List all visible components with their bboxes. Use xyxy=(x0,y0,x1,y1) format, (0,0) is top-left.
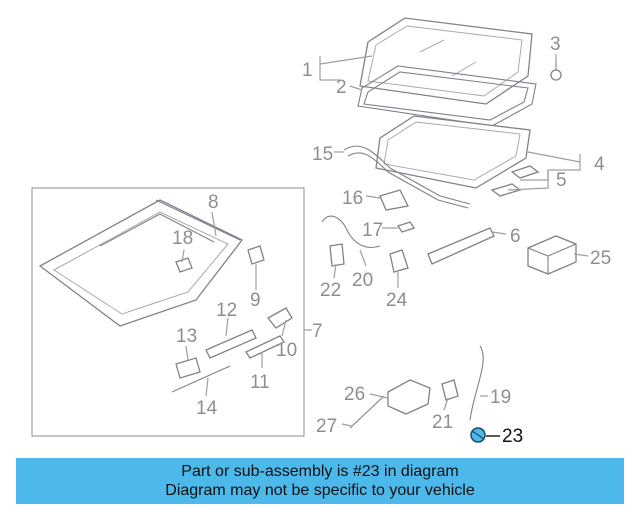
part-12-guide xyxy=(205,329,257,359)
part-8-rail xyxy=(155,199,241,241)
callout-18: 18 xyxy=(172,228,193,249)
callout-25: 25 xyxy=(590,248,611,269)
part-10-bracket xyxy=(267,307,293,329)
callout-3: 3 xyxy=(550,34,561,55)
part-21-bracket xyxy=(441,379,459,401)
callout-1: 1 xyxy=(302,60,313,81)
inset-frame xyxy=(38,199,243,327)
callout-9: 9 xyxy=(250,290,261,311)
part-11-guide xyxy=(245,335,285,359)
part-27-rod xyxy=(349,395,385,429)
part-23-drain-valve[interactable] xyxy=(470,427,486,443)
callout-12: 12 xyxy=(216,300,237,321)
leader-lines xyxy=(181,54,589,437)
info-banner: Part or sub-assembly is #23 in diagram D… xyxy=(16,458,624,504)
part-3-bolt xyxy=(550,62,562,81)
banner-line-2: Diagram may not be specific to your vehi… xyxy=(165,482,475,499)
part-2-seal xyxy=(357,65,537,127)
callout-10: 10 xyxy=(276,340,297,361)
callout-21: 21 xyxy=(432,412,453,433)
callout-22: 22 xyxy=(320,280,341,301)
part-13-motor xyxy=(175,357,201,379)
part-24-bracket xyxy=(389,249,409,273)
callout-23[interactable]: 23 xyxy=(502,426,523,447)
part-1-glass-panel xyxy=(359,17,533,105)
part-6-side-rail xyxy=(427,227,495,265)
callout-8: 8 xyxy=(208,192,219,213)
callout-15: 15 xyxy=(312,144,333,165)
inset-box xyxy=(31,187,305,437)
banner-line-1: Part or sub-assembly is #23 in diagram xyxy=(181,463,459,480)
callout-4: 4 xyxy=(594,154,605,175)
callout-20: 20 xyxy=(352,270,373,291)
callout-26: 26 xyxy=(344,384,365,405)
callout-19: 19 xyxy=(490,387,511,408)
callout-17: 17 xyxy=(362,220,383,241)
callout-2: 2 xyxy=(336,77,347,98)
part-4-sunshade xyxy=(375,115,531,189)
callout-24: 24 xyxy=(386,290,408,311)
part-26-housing xyxy=(387,379,431,415)
callout-16: 16 xyxy=(342,188,363,209)
callout-11: 11 xyxy=(250,372,270,393)
callout-5: 5 xyxy=(556,170,567,191)
part-5-clips xyxy=(490,165,540,197)
part-19-hose xyxy=(469,345,484,421)
part-22-bracket xyxy=(329,243,345,267)
part-20-cable xyxy=(321,215,381,249)
callout-14: 14 xyxy=(196,398,218,419)
part-15-rail xyxy=(343,145,471,209)
callout-6: 6 xyxy=(510,226,521,247)
parts-diagram: 1 2 3 4 5 6 7 8 9 10 11 12 13 14 15 16 1… xyxy=(31,17,611,447)
callout-7: 7 xyxy=(312,321,323,342)
part-25-module xyxy=(527,235,577,275)
callout-13: 13 xyxy=(176,326,197,347)
part-14-rod xyxy=(171,365,231,393)
part-16-bracket xyxy=(379,189,409,211)
part-18-clip xyxy=(175,257,193,273)
part-9-block xyxy=(247,245,265,265)
part-17-clip xyxy=(396,221,416,233)
callout-27: 27 xyxy=(316,416,337,437)
